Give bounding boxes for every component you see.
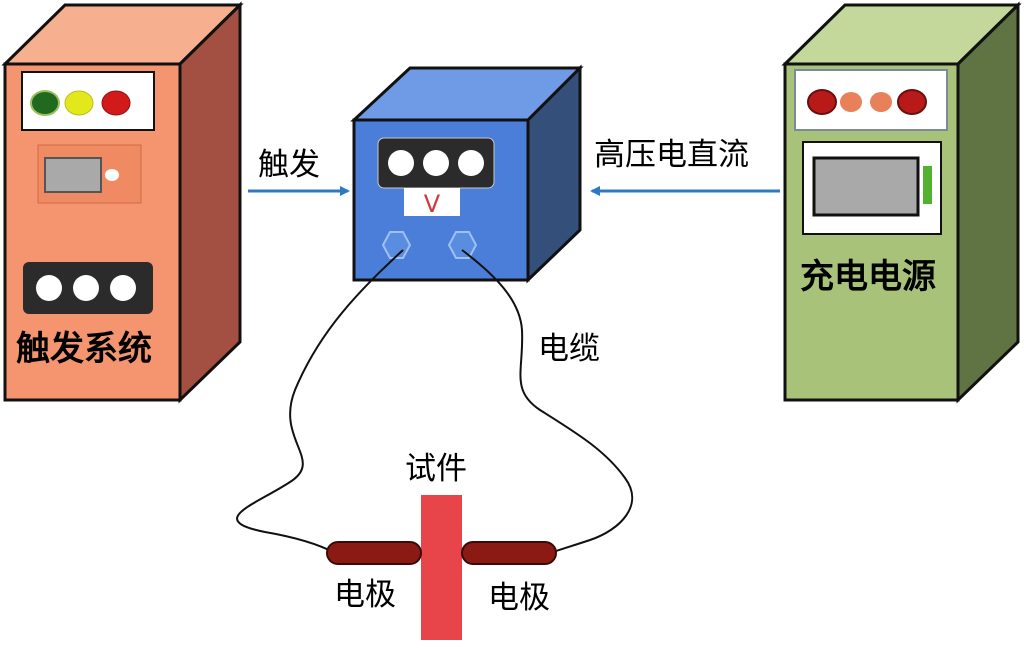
switch-socket-2-icon	[423, 150, 449, 176]
trigger-socket-2-icon	[73, 275, 99, 301]
right-electrode-label: 电极	[488, 580, 550, 616]
trigger-display-screen	[44, 157, 102, 193]
red-lamp-icon	[101, 90, 131, 116]
trigger-arrow-label: 触发	[258, 147, 320, 183]
green-lamp-icon	[30, 90, 60, 116]
trigger-socket-3-icon	[110, 275, 136, 301]
yellow-lamp-icon	[64, 90, 94, 116]
power-cabinet	[781, 1, 1022, 404]
left-terminal-icon	[381, 231, 412, 259]
power-lamp-2-icon	[840, 92, 862, 112]
cable-label: 电缆	[538, 331, 600, 367]
switch-label-plate	[404, 188, 460, 216]
power-lamp-3-icon	[870, 92, 892, 112]
trigger-cabinet-side	[178, 1, 242, 404]
power-cabinet-side	[956, 1, 1020, 404]
trigger-indicator-icon	[105, 169, 119, 181]
power-lamp-1-icon	[807, 89, 837, 115]
switch-socket-1-icon	[388, 150, 414, 176]
left-electrode	[326, 541, 422, 565]
charging-power-label: 充电电源	[800, 257, 936, 297]
power-level-bar	[923, 166, 932, 204]
power-lamp-4-icon	[897, 89, 927, 115]
switch-socket-3-icon	[458, 150, 484, 176]
switch-mark: V	[424, 190, 441, 218]
specimen-bar	[421, 495, 462, 640]
right-cable	[461, 249, 634, 553]
right-terminal-icon	[447, 231, 478, 259]
trigger-socket-1-icon	[36, 275, 62, 301]
hv-dc-label: 高压电直流	[594, 137, 749, 173]
trigger-system-label: 触发系统	[16, 329, 152, 369]
left-electrode-label: 电极	[334, 577, 396, 613]
left-cable	[236, 249, 404, 554]
switch-box: V	[350, 64, 584, 284]
power-display-screen	[812, 156, 920, 217]
right-electrode	[461, 541, 557, 565]
specimen-label: 试件	[405, 451, 467, 487]
trigger-cabinet	[1, 1, 244, 404]
